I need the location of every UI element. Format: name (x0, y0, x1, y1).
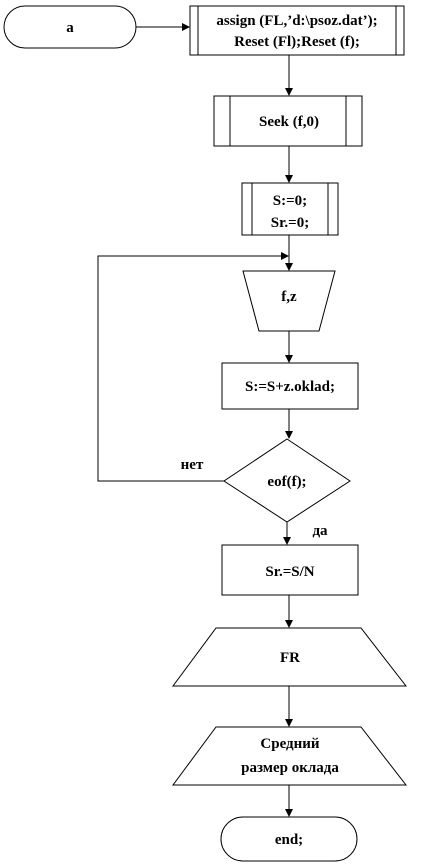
output-fr: FR (172, 627, 408, 687)
accumulate-process-shape (221, 362, 359, 410)
seek-process: Seek (f,0) (213, 95, 363, 147)
init-process-label-line1: S:=0; (273, 193, 307, 209)
end-terminator: end; (220, 816, 358, 862)
init-process-label-line2: Sr.=0; (271, 215, 309, 231)
arrow-loop-back-no (97, 252, 289, 482)
assign-process: assign (FL,’d:\psoz.dat’); Reset (Fl);Re… (189, 5, 405, 56)
seek-process-label: Seek (f,0) (259, 114, 319, 130)
output-fr-shape (172, 627, 408, 687)
start-terminator-label: a (66, 20, 74, 36)
edge-label-yes: да (312, 523, 328, 539)
accumulate-process-label: S:=S+z.oklad; (245, 379, 335, 395)
assign-process-shape (189, 5, 405, 56)
assign-process-label-line2: Reset (Fl);Reset (f); (234, 34, 360, 50)
seek-process-shape (213, 95, 363, 147)
average-process-label: Sr.=S/N (265, 564, 314, 580)
eof-decision-label: eof(f); (267, 474, 306, 490)
output-average-salary-shape (172, 726, 408, 786)
init-process: S:=0; Sr.=0; (241, 182, 339, 236)
average-process: Sr.=S/N (221, 544, 359, 596)
start-terminator: a (3, 5, 137, 49)
eof-decision: eof(f); (223, 438, 351, 523)
read-input-shape (242, 270, 336, 332)
average-process-shape (221, 544, 359, 596)
output-average-salary-label-line2: размер оклада (241, 760, 339, 776)
init-process-shape (241, 182, 339, 236)
output-average-salary: Средний размер оклада (172, 726, 408, 786)
accumulate-process: S:=S+z.oklad; (221, 362, 359, 410)
read-input: f,z (242, 270, 336, 332)
end-terminator-shape (220, 816, 358, 862)
output-average-salary-label-line1: Средний (260, 736, 320, 752)
edge-label-no: нет (181, 457, 204, 473)
end-terminator-label: end; (275, 832, 303, 848)
read-input-label: f,z (281, 289, 297, 305)
output-fr-label: FR (280, 650, 300, 666)
assign-process-label-line1: assign (FL,’d:\psoz.dat’); (216, 13, 377, 29)
